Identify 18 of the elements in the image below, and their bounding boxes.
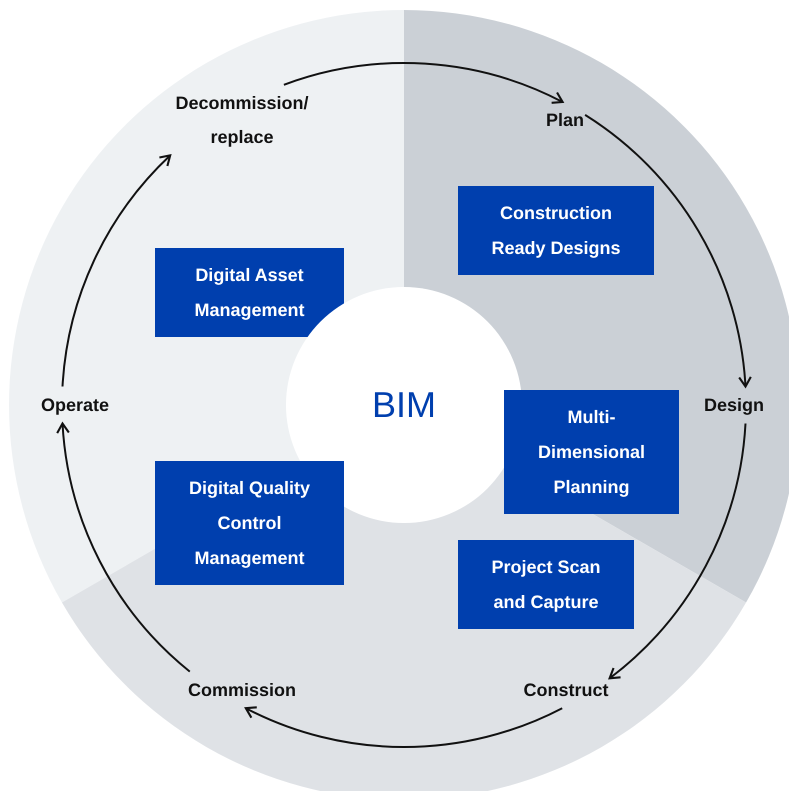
stage-label: Plan (546, 103, 584, 137)
feature-box: Digital Asset Management (155, 248, 344, 337)
cycle-arrow (56, 422, 190, 672)
feature-box: Project Scan and Capture (458, 540, 634, 629)
feature-box: Digital Quality Control Management (155, 461, 344, 585)
stage-label: Commission (188, 673, 296, 707)
center-title: BIM (372, 384, 436, 426)
feature-box: Construction Ready Designs (458, 186, 654, 275)
cycle-arrow (584, 114, 752, 388)
cycle-arrow (284, 62, 564, 105)
stage-label: Construct (524, 673, 608, 707)
cycle-arrow (62, 154, 172, 387)
stage-label: Design (704, 388, 764, 422)
stage-label: Operate (40, 388, 110, 422)
feature-box: Multi-Dimensional Planning (504, 390, 679, 514)
cycle-arrow (608, 423, 746, 680)
cycle-arrow (244, 706, 563, 748)
stage-label: Decommission/ replace (152, 86, 332, 154)
